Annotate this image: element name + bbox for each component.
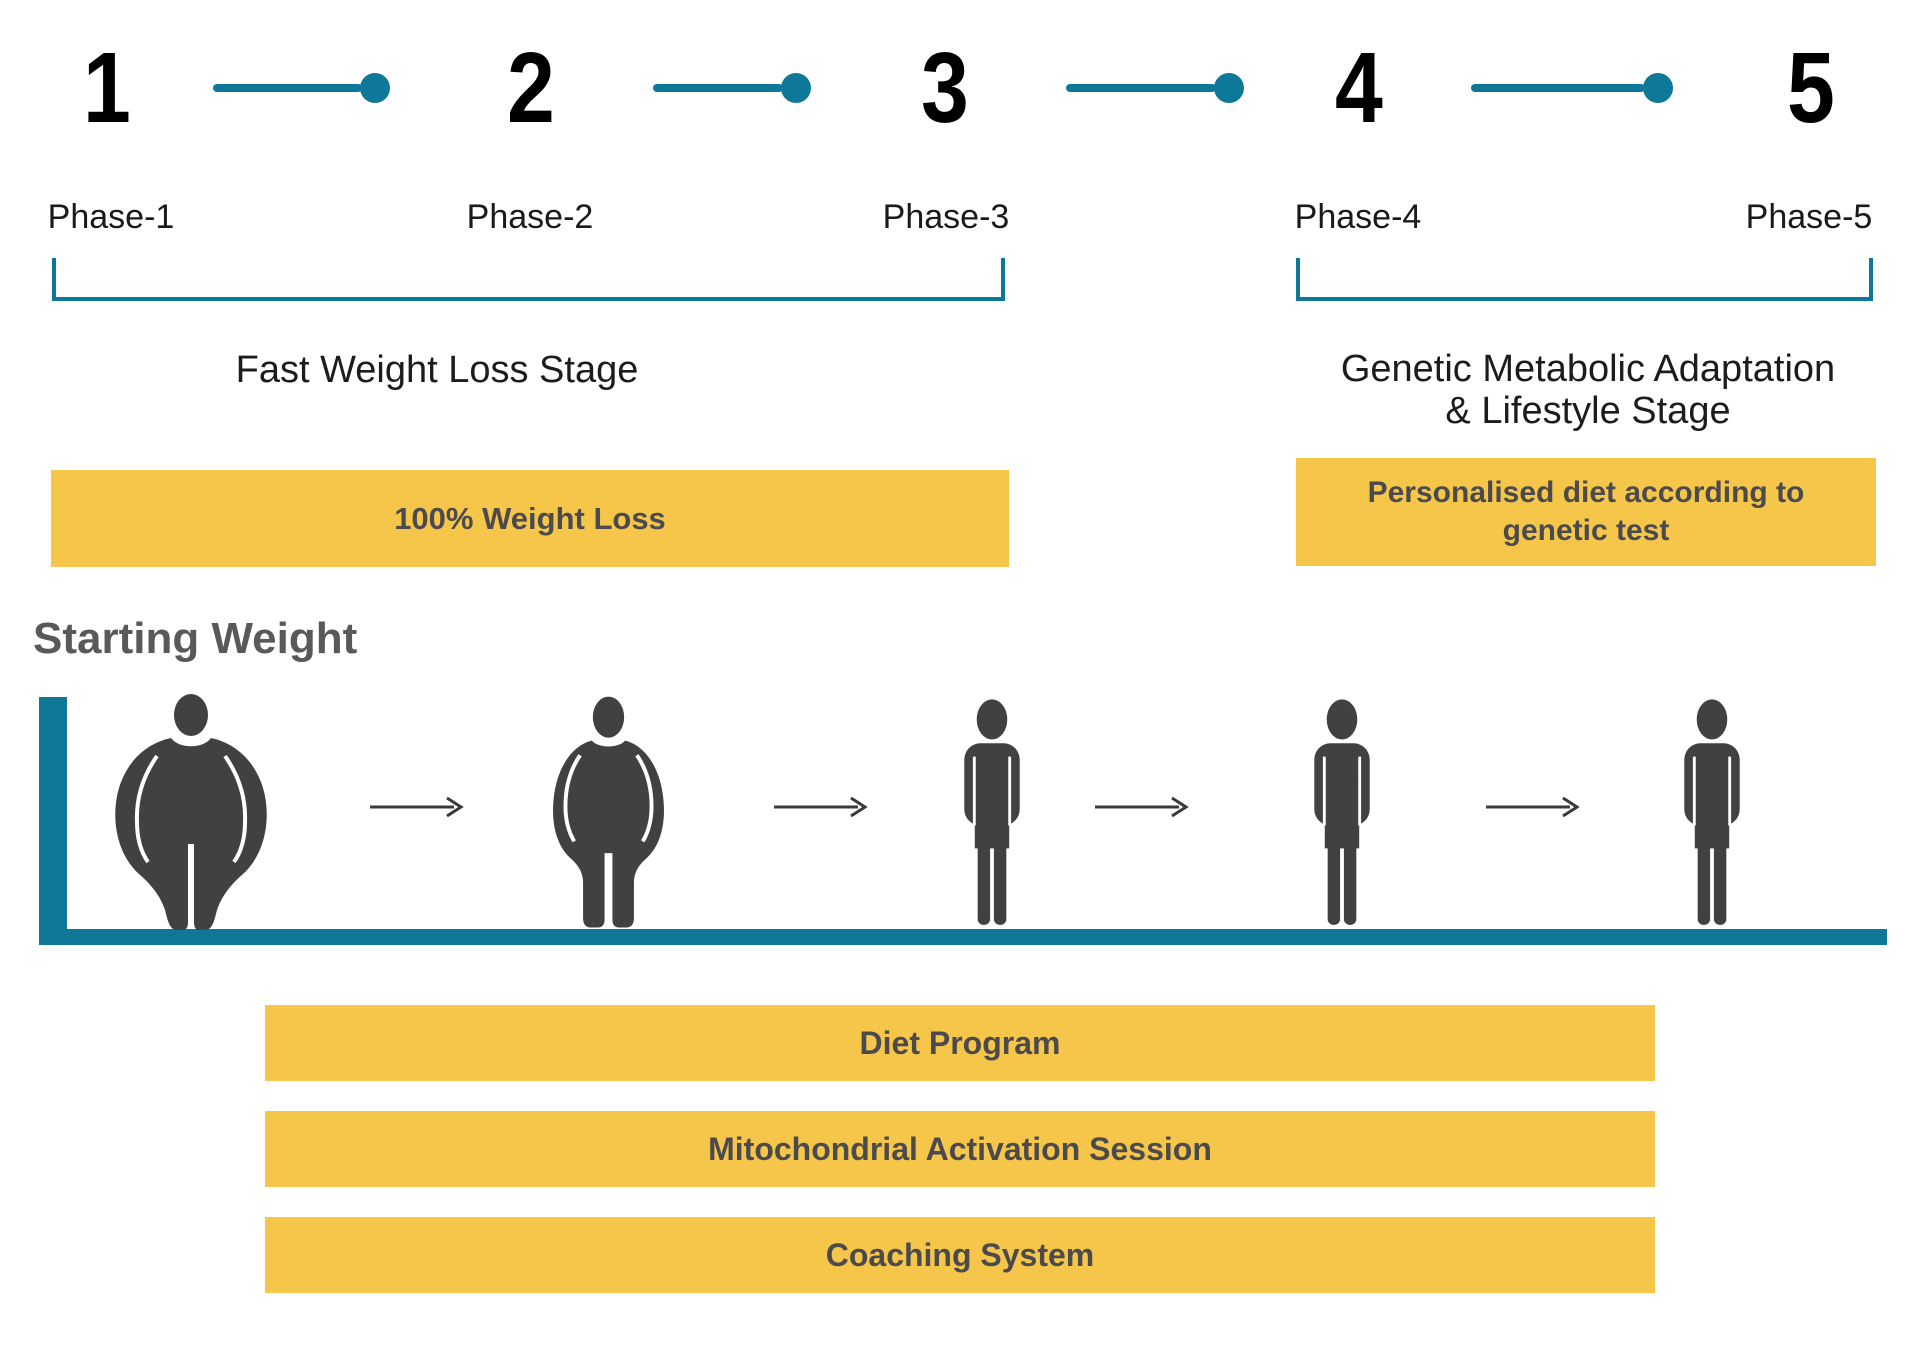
phase-label-4: Phase-4 — [1294, 198, 1422, 236]
phase-label-2: Phase-2 — [466, 198, 594, 236]
progress-arrow-icon — [1486, 795, 1582, 819]
program-bar-coaching: Coaching System — [265, 1217, 1655, 1293]
connector-line — [1471, 84, 1645, 92]
stage-highlight-box-left: 100% Weight Loss — [51, 470, 1009, 567]
program-bar-label: Diet Program — [859, 1024, 1061, 1061]
phase-label-5: Phase-5 — [1745, 198, 1873, 236]
timeline-connector-icon — [1471, 73, 1673, 103]
connector-line — [213, 84, 362, 92]
highlight-box-left-label: 100% Weight Loss — [394, 500, 666, 536]
highlight-box-right-line2: genetic test — [1502, 514, 1670, 547]
timeline-connector-icon — [213, 73, 390, 103]
program-bar-diet: Diet Program — [265, 1005, 1655, 1081]
program-bar-label: Mitochondrial Activation Session — [708, 1130, 1212, 1167]
step-number-5: 5 — [1786, 32, 1835, 144]
connector-line — [1066, 84, 1216, 92]
connector-dot-icon — [360, 73, 390, 103]
progress-arrow-icon — [774, 795, 870, 819]
progress-arrow-icon — [1095, 795, 1191, 819]
step-number-4: 4 — [1334, 32, 1383, 144]
obese-figure-icon — [105, 694, 277, 934]
step-number-3: 3 — [920, 32, 969, 144]
weight-axis-baseline — [39, 929, 1887, 945]
timeline-connector-icon — [1066, 73, 1244, 103]
stage-title-right-line1: Genetic Metabolic Adaptation — [1340, 348, 1836, 390]
stage-title-right: Genetic Metabolic Adaptation & Lifestyle… — [1341, 348, 1835, 432]
stage-title-left: Fast Weight Loss Stage — [235, 349, 639, 391]
timeline-connector-icon — [653, 73, 811, 103]
starting-weight-heading: Starting Weight — [33, 614, 358, 663]
slim-figure-icon — [1669, 694, 1755, 934]
connector-dot-icon — [1214, 73, 1244, 103]
connector-dot-icon — [781, 73, 811, 103]
step-number-1: 1 — [82, 32, 131, 144]
phase-group-bracket-right — [1296, 258, 1873, 301]
phase-label-1: Phase-1 — [47, 198, 175, 236]
step-number-2: 2 — [506, 32, 555, 144]
highlight-box-right-line1: Personalised diet according to — [1367, 476, 1805, 509]
phase-group-bracket-left — [52, 258, 1005, 301]
program-bar-label: Coaching System — [825, 1236, 1095, 1273]
weight-axis-vertical-bar — [39, 697, 67, 945]
slim-figure-icon — [949, 694, 1035, 934]
connector-line — [653, 84, 783, 92]
stage-title-right-line2: & Lifestyle Stage — [1445, 390, 1731, 432]
slim-figure-icon — [1299, 694, 1385, 934]
connector-dot-icon — [1643, 73, 1673, 103]
stage-highlight-box-right: Personalised diet according to genetic t… — [1296, 458, 1876, 566]
progress-arrow-icon — [370, 795, 466, 819]
overweight-figure-icon — [540, 694, 677, 934]
phase-label-3: Phase-3 — [882, 198, 1010, 236]
program-bar-mitochondrial: Mitochondrial Activation Session — [265, 1111, 1655, 1187]
